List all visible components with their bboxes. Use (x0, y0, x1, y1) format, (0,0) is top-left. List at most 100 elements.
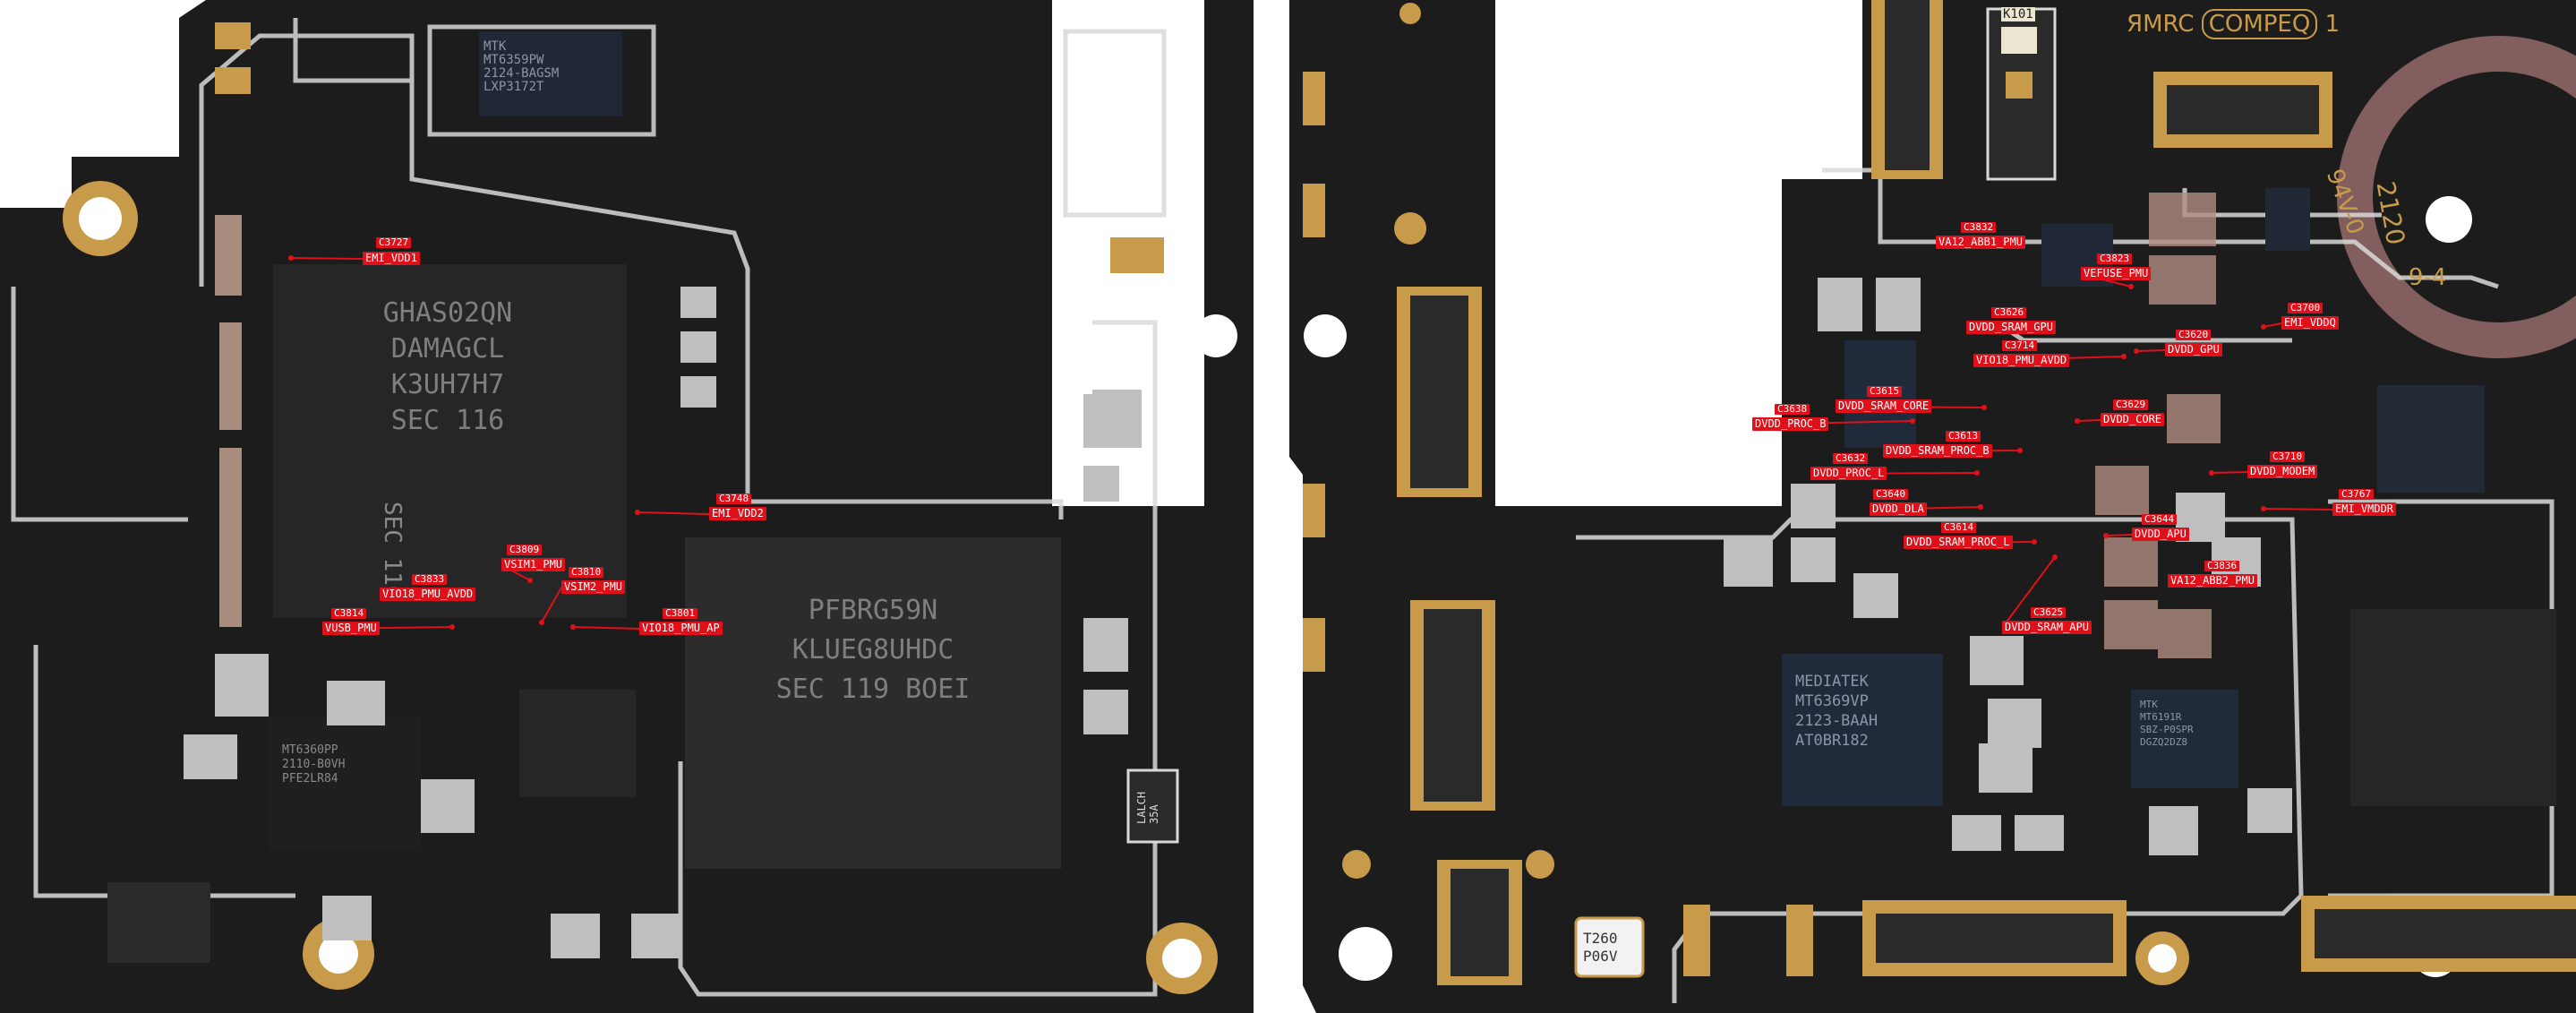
net-name-label: VIO18_PMU_AVDD (380, 588, 476, 601)
label-leader-line (572, 626, 640, 630)
chip-line: PFBRG59N (808, 595, 938, 626)
label-target-dot (2209, 470, 2214, 476)
chip-line: MEDIATEK (1795, 673, 1869, 691)
label-target-dot (570, 624, 576, 630)
capacitor-ref-label: C3710 (2270, 451, 2306, 462)
label-target-dot (1978, 504, 1983, 510)
label-target-dot (2121, 354, 2127, 359)
capacitor-ref-label: C3614 (1941, 522, 1977, 533)
chip-line: KLUEG8UHDC (792, 634, 954, 665)
capacitor-ref-label: C3823 (2097, 253, 2133, 264)
chip-line: DGZQ2DZ8 (2140, 736, 2187, 748)
label-target-dot (449, 624, 455, 630)
capacitor-ref-label: C3625 (2031, 607, 2067, 618)
capacitor-ref-label: C3626 (1991, 307, 2027, 318)
mt6360-chip (269, 717, 421, 851)
label-target-dot (635, 510, 640, 515)
label-target-dot (1974, 470, 1980, 476)
label-target-dot (2032, 539, 2037, 545)
pmic-top-chip (479, 31, 622, 116)
net-name-label: EMI_VMDDR (2332, 502, 2397, 516)
chip-line: AT0BR182 (1795, 732, 1869, 750)
net-name-label: DVDD_GPU (2165, 343, 2222, 356)
capacitor-ref-label: C3638 (1775, 404, 1810, 415)
label-leader-line (637, 511, 710, 515)
net-name-label: DVDD_MODEM (2247, 465, 2318, 478)
net-name-label: DVDD_APU (2132, 528, 2189, 541)
led-part-mark: K101 (2001, 7, 2035, 21)
storage-chip (685, 537, 1061, 869)
ram-chip-text: GHAS02QN DAMAGCL K3UH7H7 SEC 116 (295, 296, 600, 439)
chip-line: 2110-B0VH (282, 758, 346, 771)
label-target-dot (2134, 348, 2139, 354)
label-leader-line (2105, 534, 2133, 537)
label-leader-line (541, 587, 562, 623)
label-target-dot (2128, 284, 2134, 289)
crystal-line: P06V (1583, 948, 1618, 965)
chip-line: MTK (2140, 699, 2158, 710)
net-name-label: EMI_VDD2 (709, 507, 766, 520)
capacitor-ref-label: C3714 (2002, 340, 2038, 351)
part-line: LALCH (1135, 791, 1148, 824)
net-name-label: DVDD_PROC_B (1752, 417, 1829, 431)
capacitor-ref-label: C3833 (412, 574, 448, 585)
net-name-label: VIO18_PMU_AP (639, 622, 723, 635)
right-board (1289, 0, 2576, 1013)
net-name-label: VSIM1_PMU (501, 558, 566, 571)
label-target-dot (2261, 324, 2266, 330)
net-name-label: VA12_ABB2_PMU (2168, 574, 2257, 588)
chip-line: MTK (484, 39, 507, 54)
capacitor-ref-label: C3613 (1946, 431, 1981, 442)
label-leader-line (2076, 419, 2101, 422)
watermark-circle (2337, 36, 2576, 358)
net-name-label: DVDD_CORE (2101, 413, 2165, 426)
chip-line: SEC 119 BOEI (775, 674, 971, 705)
capacitor-ref-label: C3620 (2176, 330, 2212, 340)
capacitor-ref-label: C3629 (2113, 399, 2149, 410)
small-part-mark: LALCH 35A (1135, 792, 1160, 824)
chip-line: GHAS02QN (382, 297, 513, 329)
capacitor-ref-label: C3632 (1833, 453, 1869, 464)
label-leader-line (2135, 349, 2166, 352)
ram-chip-text-1: SEC 116 (379, 502, 406, 600)
side-code-mark: 9-4 (2409, 264, 2447, 291)
capacitor-ref-label: C3810 (569, 567, 604, 578)
net-name-label: VA12_ABB1_PMU (1936, 236, 2025, 249)
label-target-dot (1910, 418, 1915, 424)
net-name-label: VUSB_PMU (322, 622, 380, 635)
manufacturer-mark: ЯMRC (2127, 11, 2195, 38)
silkscreen-top-marks: ЯMRC COMPEQ 1 (2127, 9, 2340, 39)
mediatek-chip-text: MEDIATEK MT6369VP 2123-BAAH AT0BR182 (1795, 672, 1938, 751)
mediatek-chip (1782, 654, 1943, 806)
net-name-label: DVDD_SRAM_PROC_L (1904, 536, 2013, 549)
net-name-label: EMI_VDD1 (363, 252, 420, 265)
capacitor-ref-label: C3801 (663, 608, 698, 619)
chip-line: MT6360PP (282, 743, 338, 757)
mt6191-chip-text: MTK MT6191R SBZ-P0SPR DGZQ2DZ8 (2140, 699, 2234, 749)
label-target-dot (2261, 506, 2266, 511)
chip-line: PFE2LR84 (282, 772, 338, 786)
capacitor-ref-label: C3700 (2288, 303, 2324, 313)
part-line: 35A (1148, 804, 1160, 824)
label-target-dot (1981, 405, 1987, 410)
net-name-label: DVDD_PROC_L (1810, 467, 1887, 480)
label-leader-line (2211, 471, 2248, 474)
capacitor-ref-label: C3832 (1961, 222, 1997, 233)
net-name-label: DVDD_SRAM_GPU (1966, 321, 2056, 334)
chip-line: 2123-BAAH (1795, 712, 1879, 730)
net-name-label: EMI_VDDQ (2281, 316, 2339, 330)
net-name-label: VSIM2_PMU (561, 580, 626, 594)
label-target-dot (2017, 448, 2023, 453)
net-name-label: VIO18_PMU_AVDD (1973, 354, 2070, 367)
label-leader-line (2263, 322, 2282, 328)
net-name-label: DVDD_SRAM_CORE (1836, 399, 1932, 413)
chip-line: LXP3172T (484, 80, 544, 94)
ram-chip (273, 264, 627, 618)
crystal-line: T260 (1583, 930, 1618, 947)
crystal-mark: T260 P06V (1583, 930, 1618, 966)
capacitor-ref-label: C3640 (1873, 489, 1909, 500)
label-target-dot (2103, 533, 2109, 538)
capacitor-ref-label: C3814 (331, 608, 367, 619)
label-target-dot (2052, 554, 2058, 560)
